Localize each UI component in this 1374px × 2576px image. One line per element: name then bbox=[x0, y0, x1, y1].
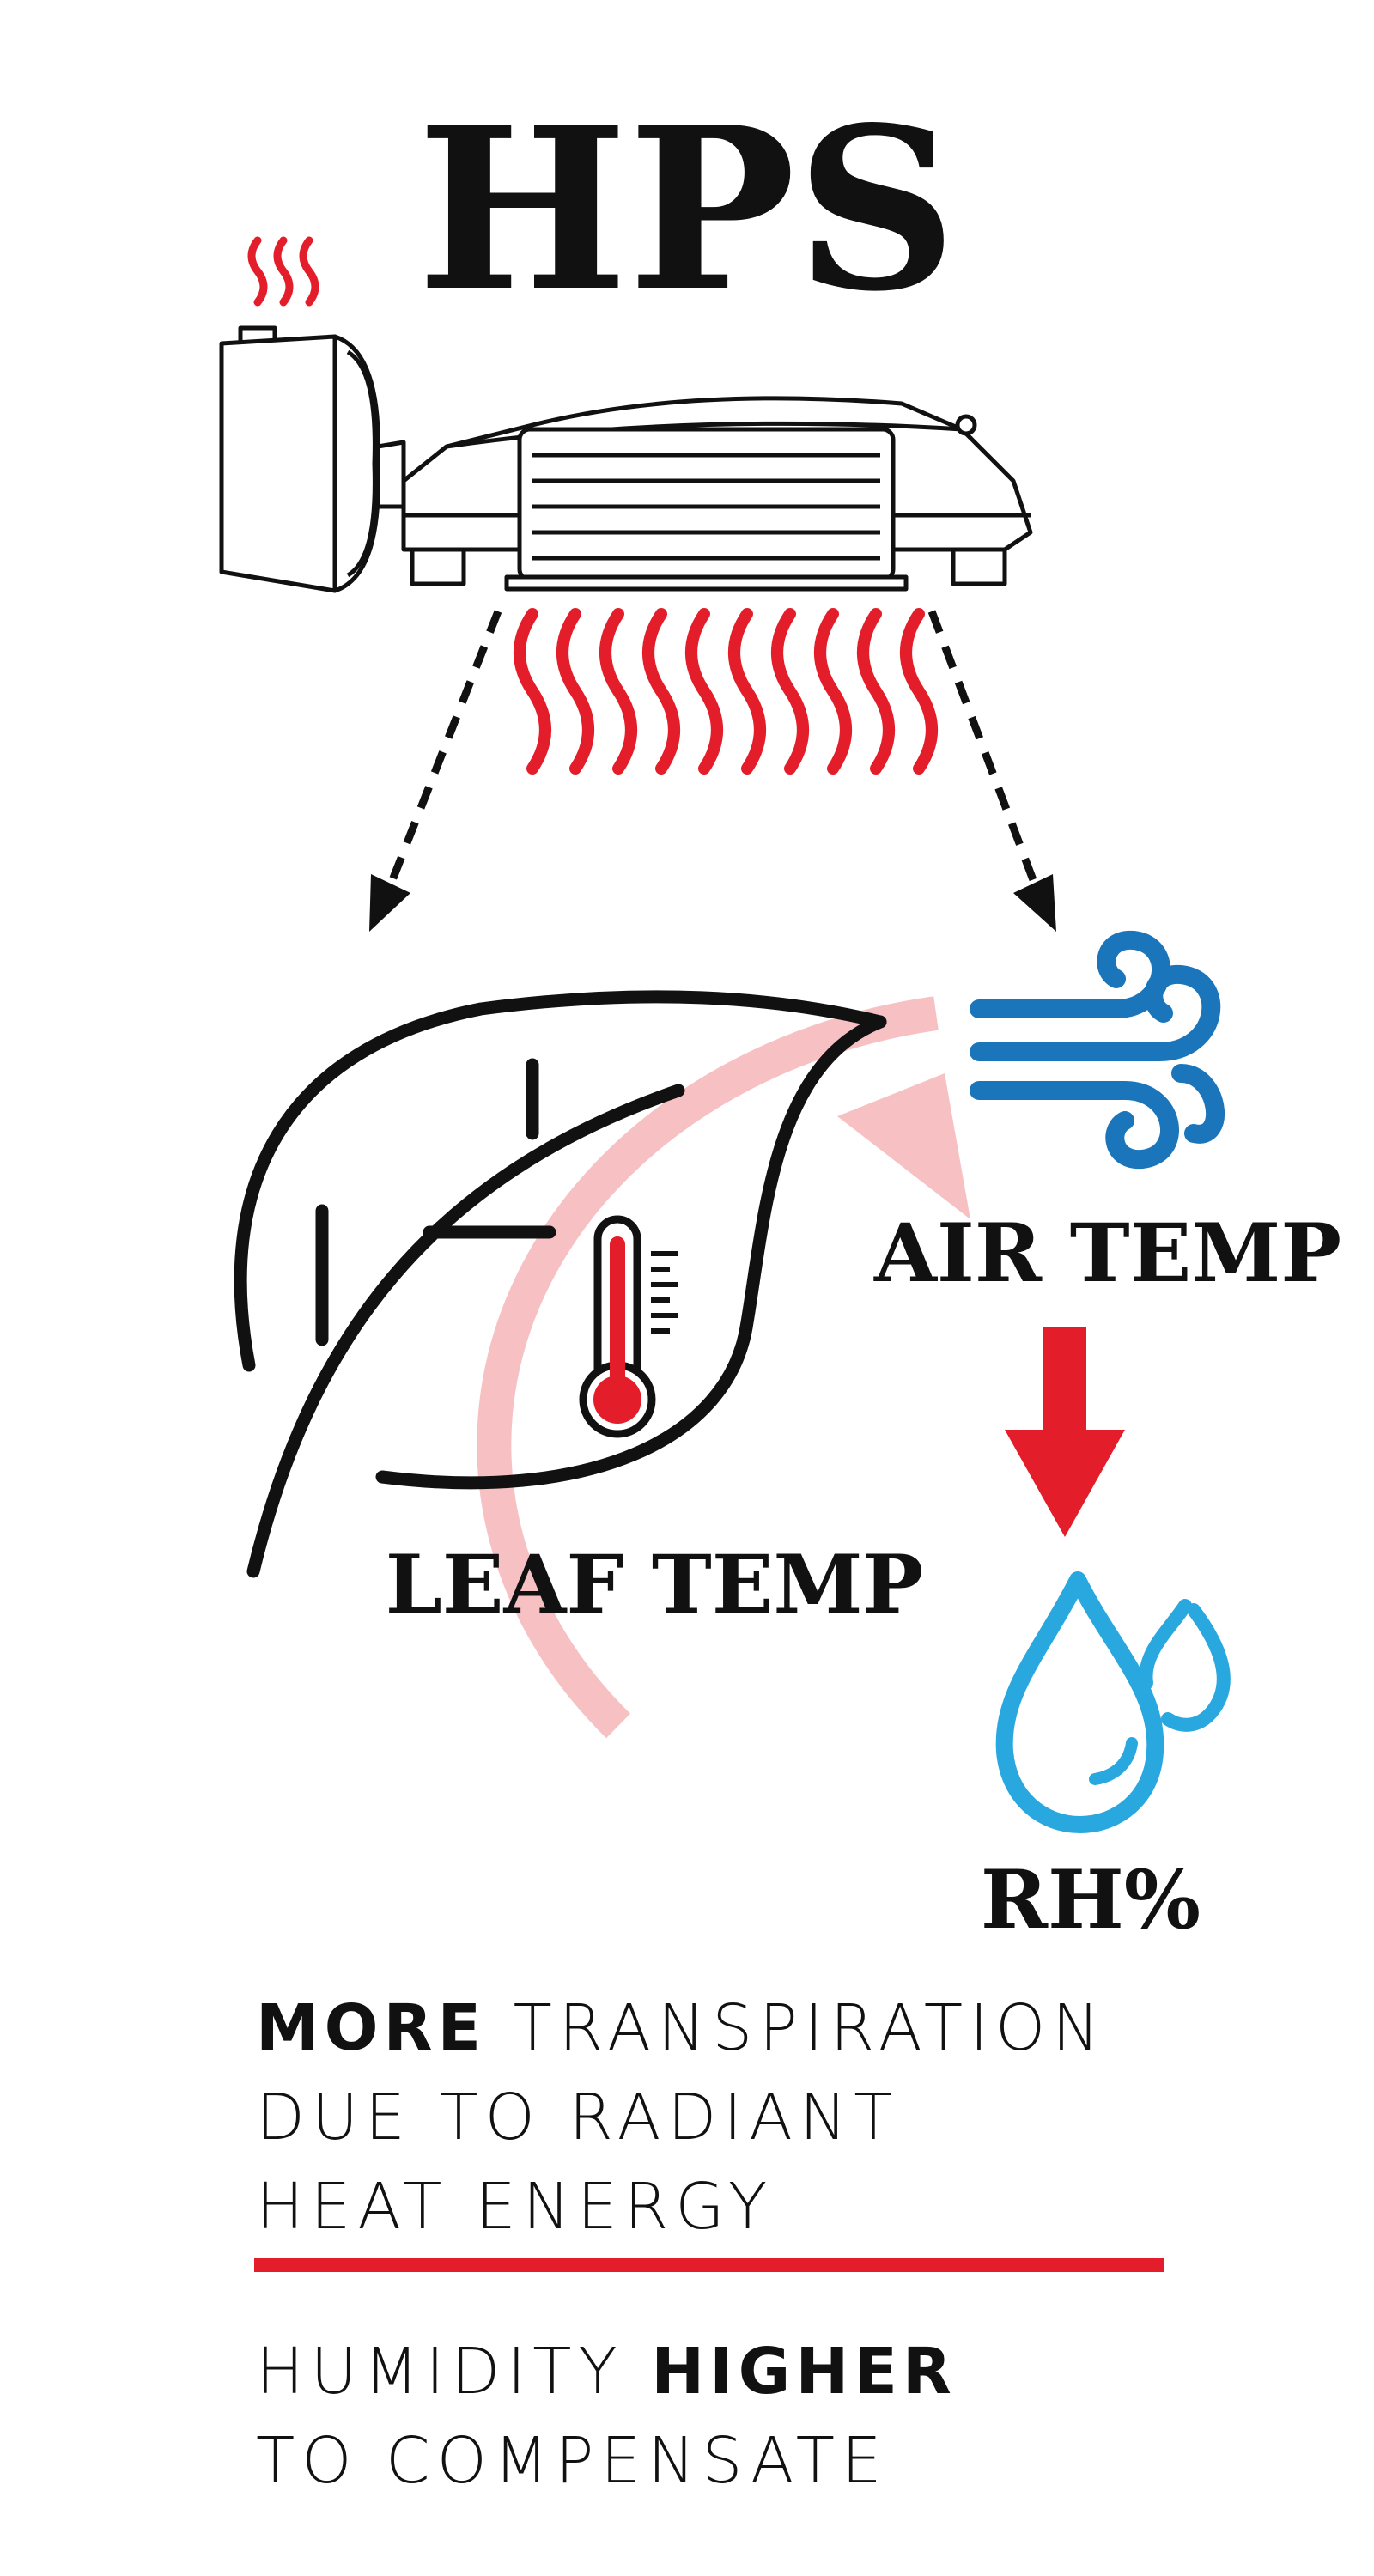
wind-icon bbox=[970, 930, 1225, 1170]
thermometer-icon bbox=[579, 1215, 678, 1438]
caption-top-line3: HEAT ENERGY bbox=[256, 2170, 775, 2244]
cycle-arrow-icon bbox=[477, 996, 970, 1739]
divider bbox=[254, 2258, 1164, 2272]
radiant-heat-arrows bbox=[369, 610, 1056, 932]
caption-bottom-line2: TO COMPENSATE bbox=[256, 2424, 889, 2498]
leaf-temp-label: LEAF TEMP bbox=[386, 1538, 923, 1632]
rh-label: RH% bbox=[981, 1853, 1201, 1947]
hps-lamp-icon bbox=[219, 325, 1033, 593]
leaf-icon bbox=[234, 990, 887, 1578]
water-drop-icon bbox=[995, 1571, 1231, 1833]
caption-bottom: HUMIDITY HIGHER TO COMPENSATE bbox=[256, 2327, 957, 2506]
caption-top-line1-rest: TRANSPIRATION bbox=[486, 1991, 1107, 2065]
title: HPS bbox=[417, 79, 958, 341]
heat-waves-icon bbox=[514, 608, 938, 775]
down-arrow-icon bbox=[1005, 1327, 1125, 1537]
caption-top-line2: DUE TO RADIANT bbox=[256, 2081, 900, 2154]
air-temp-label: AIR TEMP bbox=[873, 1206, 1341, 1301]
caption-bottom-emphasis: HIGHER bbox=[651, 2335, 957, 2409]
caption-top-emphasis: MORE bbox=[256, 1991, 487, 2065]
caption-bottom-line1: HUMIDITY HIGHER bbox=[256, 2327, 957, 2416]
caption-top: MORE TRANSPIRATION DUE TO RADIANT HEAT E… bbox=[256, 1984, 1107, 2251]
caption-top-line1: MORE TRANSPIRATION bbox=[256, 1984, 1107, 2073]
ballast-heat-waves-icon bbox=[247, 236, 319, 307]
caption-bottom-line1-pre: HUMIDITY bbox=[256, 2335, 652, 2409]
